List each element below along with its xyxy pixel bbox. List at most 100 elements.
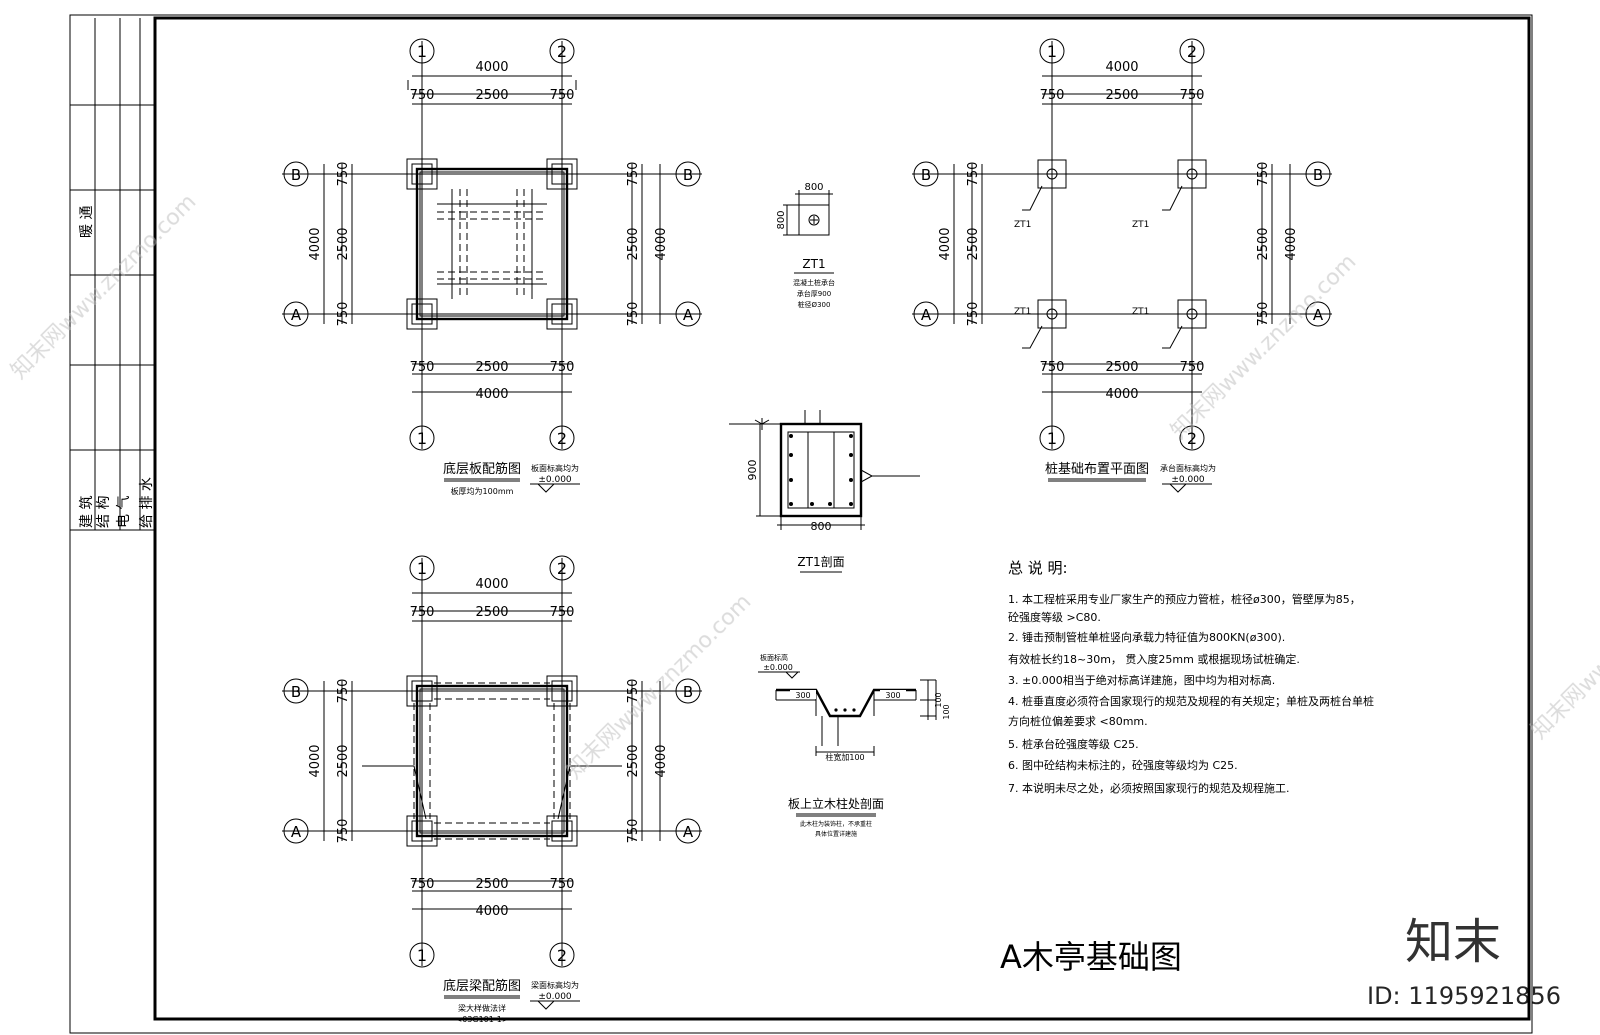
dim-bottom-left: 750 <box>1040 360 1065 375</box>
dim-bottom-right: 750 <box>550 360 575 375</box>
svg-text:2: 2 <box>557 559 567 578</box>
svg-text:B: B <box>683 683 693 701</box>
pile-tag: ZT1 <box>1132 307 1149 317</box>
zt1-line1: 混凝土桩承台 <box>793 278 835 287</box>
beam-elev-value: ±0.000 <box>538 992 572 1002</box>
beam-elev-label: 梁面标高均为 <box>531 980 579 990</box>
dim-left-total: 4000 <box>308 227 323 260</box>
pile-caps: ZT1 ZT1 ZT1 ZT1 <box>1014 159 1207 349</box>
slab-section-bottom: 柱宽加100 <box>825 752 864 762</box>
dim-right-top: 750 <box>626 162 641 187</box>
dim-bottom-left: 750 <box>410 877 435 892</box>
dim-top-left: 750 <box>410 88 435 103</box>
slab-section-note1: 此木柱为装饰柱，不承重柱 <box>800 820 872 828</box>
pile-elev-value: ±0.000 <box>1171 475 1205 485</box>
beam-plan-ref: <03G101-1> <box>455 1015 508 1024</box>
grid-bubble-2-bottom: 2 <box>1179 425 1205 451</box>
svg-text:1: 1 <box>417 946 427 965</box>
grid-bubble-b-right: B <box>675 161 701 187</box>
grid-bubble-2-bottom: 2 <box>549 942 575 968</box>
watermark-text: 知末网www.znzmo.com <box>1527 549 1600 744</box>
slab-section-elev-label: 板面标高 <box>760 653 788 662</box>
dim-left-bottom: 750 <box>336 819 351 844</box>
zt1-line3: 桩径Ø300 <box>798 300 831 309</box>
tb-row3: 结 构 <box>96 496 112 528</box>
dim-top-mid: 2500 <box>475 88 508 103</box>
pile-tag: ZT1 <box>1132 220 1149 230</box>
slab-section: 板面标高 ±0.000 300 300 100 100 柱宽加100 板上立木柱… <box>758 653 951 838</box>
svg-text:A: A <box>921 306 932 324</box>
dim-right-bottom: 750 <box>626 302 641 327</box>
slab-elev-label: 板面标高均为 <box>531 463 579 473</box>
dim-left-mid: 2500 <box>336 744 351 777</box>
svg-text:B: B <box>291 166 301 184</box>
dim-top-total: 4000 <box>1105 60 1138 75</box>
grid-bubble-b-left: B <box>283 678 309 704</box>
grid-bubble-1-bottom: 1 <box>409 425 435 451</box>
dim-right-total: 4000 <box>654 744 669 777</box>
beam-plan: 4000 750 2500 750 750 2500 750 4000 4000… <box>282 555 702 1024</box>
dim-top-right: 750 <box>1180 88 1205 103</box>
dim-bottom-total: 4000 <box>475 904 508 919</box>
grid-bubble-b-right: B <box>675 678 701 704</box>
svg-text:A: A <box>683 823 694 841</box>
beam-rebar <box>362 675 622 847</box>
grid-bubble-1-bottom: 1 <box>409 942 435 968</box>
dim-left-top: 750 <box>966 162 981 187</box>
plan-frame: 4000 750 2500 750 750 2500 750 4000 4000… <box>282 555 702 968</box>
dim-right-bottom: 750 <box>1256 302 1271 327</box>
dim-bottom-total: 4000 <box>475 387 508 402</box>
svg-text:1: 1 <box>417 559 427 578</box>
slab-section-h2: 100 <box>942 704 951 719</box>
zt1-detail: 800 800 ZT1 混凝土桩承台 承台厚900 桩径Ø300 <box>776 182 835 309</box>
slab-section-h1: 100 <box>934 692 943 707</box>
zt1-depth: 800 <box>776 210 787 229</box>
dim-bottom-mid: 2500 <box>475 877 508 892</box>
svg-text:2: 2 <box>557 946 567 965</box>
dim-right-mid: 2500 <box>626 744 641 777</box>
slab-section-w-left: 300 <box>795 691 810 700</box>
svg-text:2: 2 <box>557 42 567 61</box>
dim-top-total: 4000 <box>475 577 508 592</box>
grid-bubble-1-bottom: 1 <box>1039 425 1065 451</box>
slab-rebar <box>406 158 578 330</box>
zt1-line2: 承台厚900 <box>797 289 831 298</box>
dim-left-bottom: 750 <box>966 302 981 327</box>
pile-plan-title: 桩基础布置平面图 <box>1045 462 1149 477</box>
dim-right-top: 750 <box>626 679 641 704</box>
svg-text:1: 1 <box>417 429 427 448</box>
dim-bottom-right: 750 <box>1180 360 1205 375</box>
svg-text:1: 1 <box>1047 429 1057 448</box>
zt1-section-bars <box>789 434 853 506</box>
note-line: 3. ±0.000相当于绝对标高详建施，图中均为相对标高. <box>1008 673 1275 687</box>
svg-text:2: 2 <box>1187 42 1197 61</box>
plan-frame: 4000 750 2500 750 750 2500 750 4000 4000… <box>912 38 1332 451</box>
dim-bottom-total: 4000 <box>1105 387 1138 402</box>
grid-bubble-2-bottom: 2 <box>549 425 575 451</box>
grid-bubble-2-top: 2 <box>549 555 575 581</box>
zt1-width: 800 <box>804 182 823 193</box>
grid-bubble-b-right: B <box>1305 161 1331 187</box>
dim-top-left: 750 <box>410 605 435 620</box>
note-line: 有效桩长约18~30m， 贯入度25mm 或根据现场试桩确定. <box>1008 652 1300 666</box>
dim-right-mid: 2500 <box>1256 227 1271 260</box>
note-line: 7. 本说明未尽之处，必须按照国家现行的规范及规程施工. <box>1008 781 1290 795</box>
note-line: 4. 桩垂直度必须符合国家现行的规范及规程的有关规定；单桩及两桩台单桩 <box>1008 694 1374 708</box>
dim-top-left: 750 <box>1040 88 1065 103</box>
grid-bubble-b-left: B <box>913 161 939 187</box>
grid-bubble-a-left: A <box>283 301 309 327</box>
zt1-section: 900 800 ZT1剖面 <box>729 410 920 573</box>
sheet-frame <box>69 14 1533 1034</box>
dim-top-mid: 2500 <box>1105 88 1138 103</box>
slab-section-title: 板上立木柱处剖面 <box>788 796 884 811</box>
dim-right-total: 4000 <box>654 227 669 260</box>
svg-text:1: 1 <box>417 42 427 61</box>
tb-row5: 给 排 水 <box>139 477 155 528</box>
note-line: 6. 图中砼结构未标注的，砼强度等级均为 C25. <box>1008 758 1238 772</box>
dim-right-mid: 2500 <box>626 227 641 260</box>
slab-section-note2: 具体位置详建施 <box>815 830 857 838</box>
grid-bubble-b-left: B <box>283 161 309 187</box>
note-line: 方向桩位偏差要求 <80mm. <box>1008 714 1148 728</box>
dim-bottom-mid: 2500 <box>1105 360 1138 375</box>
